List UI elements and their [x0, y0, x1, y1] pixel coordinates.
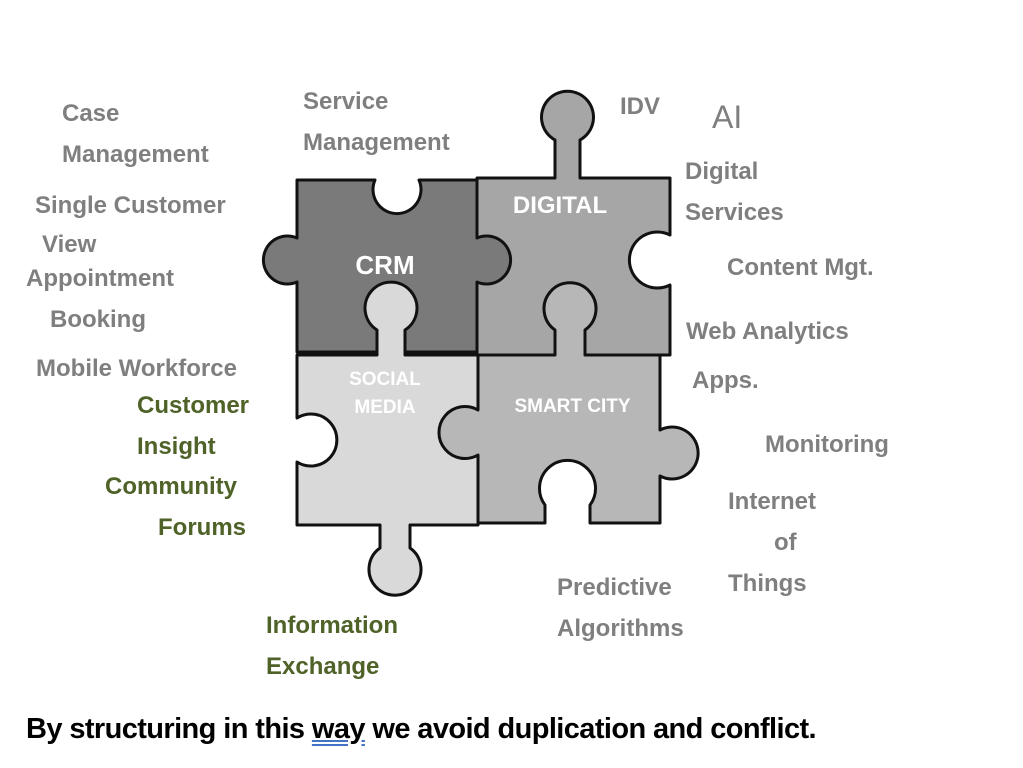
label-community-forums: Community Forums	[105, 466, 246, 548]
footer-caption: By structuring in this way we avoid dupl…	[26, 713, 817, 746]
label-line: Booking	[50, 306, 146, 333]
puzzle-piece-smart-city	[437, 281, 700, 525]
footer-text-end: we avoid duplication and conflict.	[364, 713, 817, 745]
label-appointment-booking: Appointment Booking	[26, 258, 174, 340]
label-line: of	[774, 529, 797, 556]
label-idv: IDV	[620, 93, 661, 120]
label-line: Appointment	[26, 265, 174, 292]
piece-label-digital: DIGITAL	[512, 192, 608, 219]
label-mobile-workforce: Mobile Workforce	[36, 355, 237, 382]
label-service-management: Service Management	[303, 81, 450, 163]
label-line: Predictive	[557, 574, 672, 601]
label-case-management: Case Management	[62, 93, 209, 175]
puzzle-piece-crm	[261, 178, 513, 354]
label-line: Single Customer	[35, 192, 226, 219]
label-line: Information	[266, 612, 398, 639]
label-digital-services: Digital Services	[685, 151, 784, 233]
label-internet-of-things: Internet of Things	[728, 481, 816, 604]
label-line: Community	[105, 473, 237, 500]
label-line: Service	[303, 88, 389, 115]
label-line: Management	[62, 141, 209, 168]
label-line: Forums	[158, 514, 247, 541]
footer-text-underlined: way	[311, 713, 366, 745]
piece-label-smart-city: SMART CITY	[514, 396, 631, 417]
label-line: Internet	[728, 488, 817, 515]
label-line: Customer	[137, 392, 250, 419]
puzzle-piece-social-media	[295, 280, 480, 597]
label-line: Things	[728, 570, 807, 597]
label-apps: Apps.	[692, 367, 759, 394]
piece-label-social: SOCIAL	[349, 369, 421, 390]
label-monitoring: Monitoring	[765, 431, 889, 458]
label-line: View	[42, 231, 97, 258]
label-line: Management	[303, 129, 450, 156]
puzzle-piece-digital	[475, 89, 672, 357]
label-web-analytics: Web Analytics	[686, 318, 849, 345]
piece-label-crm: CRM	[355, 250, 415, 280]
label-line: Algorithms	[557, 615, 684, 642]
label-single-customer-view: Single Customer View	[35, 185, 226, 264]
label-predictive-algorithms: Predictive Algorithms	[557, 567, 684, 649]
label-ai: AI	[712, 99, 743, 135]
label-customer-insight: Customer Insight	[137, 385, 249, 467]
label-line: Exchange	[266, 653, 380, 680]
label-information-exchange: Information Exchange	[266, 605, 398, 687]
label-line: Insight	[137, 433, 216, 460]
piece-label-social-media: SOCIAL MEDIA	[330, 366, 440, 422]
label-line: Case	[62, 100, 120, 127]
label-line: Services	[685, 199, 784, 226]
piece-label-media: MEDIA	[354, 397, 416, 418]
label-line: Digital	[685, 158, 759, 185]
label-content-mgt: Content Mgt.	[727, 254, 874, 281]
footer-text-start: By structuring in this	[26, 713, 312, 745]
